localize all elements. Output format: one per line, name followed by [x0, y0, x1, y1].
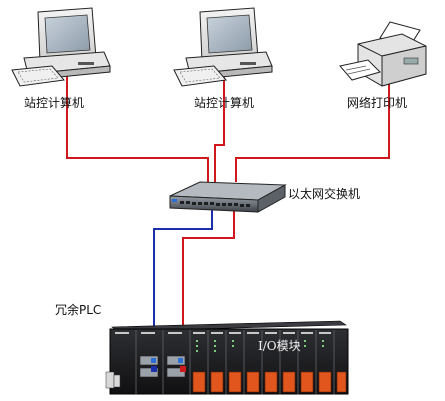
- label-network-printer: 网络打印机: [347, 96, 408, 110]
- label-redundant-plc: 冗余PLC: [55, 303, 102, 317]
- label-ethernet-switch: 以太网交换机: [288, 187, 361, 201]
- label-station-computer-2: 站控计算机: [194, 96, 255, 110]
- label-io-module: I/O模块: [258, 339, 301, 353]
- redundant-plc-icon: [105, 320, 349, 395]
- cable-pc1-switch: [66, 72, 209, 182]
- cable-pc2-switch: [214, 72, 225, 182]
- network-printer-icon: [339, 21, 427, 87]
- cable-switch-plc-red: [182, 210, 235, 368]
- label-station-computer-1: 站控计算机: [24, 96, 85, 110]
- desktop-computer-icon: [173, 7, 273, 87]
- cable-printer-switch: [235, 82, 390, 182]
- cable-switch-plc-blue: [153, 210, 213, 368]
- ethernet-switch-icon: [169, 181, 287, 213]
- desktop-computer-icon: [11, 7, 111, 87]
- ethernet-cables: [66, 72, 390, 368]
